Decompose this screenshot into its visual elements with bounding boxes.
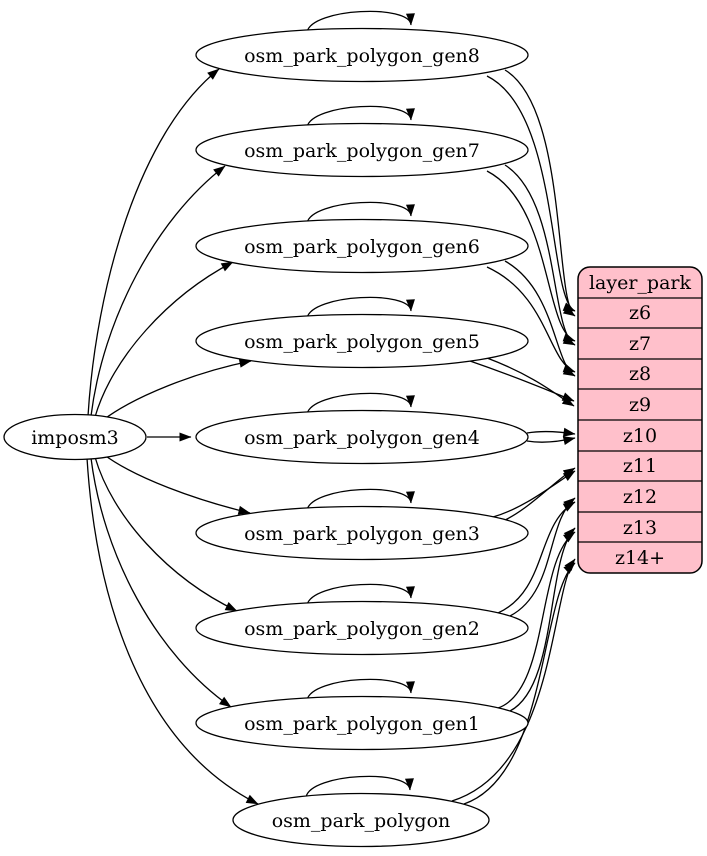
gen4-label: osm_park_polygon_gen4 [244, 427, 480, 449]
self-loop-gen2 [306, 583, 415, 606]
self-loop-gen7 [306, 105, 415, 128]
gen3-ellipse [195, 505, 529, 561]
edge-gen7-to-z7-a [486, 170, 576, 342]
edge-imposm3-to-gen8 [87, 68, 220, 417]
edge-gen7-to-z7-b [504, 164, 576, 346]
node-osm-park-polygon-gen5: osm_park_polygon_gen5 [195, 313, 529, 369]
row-z6: z6 [629, 302, 651, 324]
edge-gen1-to-z13-b [497, 531, 576, 709]
gen7-label: osm_park_polygon_gen7 [244, 140, 480, 162]
edge-polygon-to-z14-a [451, 558, 576, 802]
edge-gen2-to-z12-b [497, 501, 576, 614]
gen4-ellipse [195, 409, 529, 465]
self-loop-gen4 [306, 392, 415, 415]
node-osm-park-polygon-gen2: osm_park_polygon_gen2 [195, 600, 529, 656]
edge-gen8-to-z6-a [486, 75, 576, 312]
row-z11: z11 [623, 455, 657, 477]
layer-park-table: layer_park z6 z7 z8 z9 z10 z11 z12 z13 z… [577, 266, 703, 574]
edge-imposm3-to-gen6 [94, 261, 234, 418]
edge-imposm3-to-gen5 [102, 358, 252, 421]
node-imposm3: imposm3 [3, 413, 147, 461]
edge-gen2-to-z12-a [509, 497, 576, 617]
gen1-ellipse [195, 695, 529, 751]
self-loop-gen8 [306, 10, 415, 33]
edge-gen5-to-z9-b [486, 357, 575, 407]
node-osm-park-polygon-gen7: osm_park_polygon_gen7 [195, 122, 529, 178]
polygon-label: osm_park_polygon [272, 810, 451, 832]
row-z10: z10 [623, 425, 657, 447]
edge-gen4-to-z10-b [526, 436, 576, 445]
self-loop-polygon [305, 775, 414, 798]
gen5-label: osm_park_polygon_gen5 [244, 331, 480, 353]
gen5-ellipse [195, 313, 529, 369]
row-z8: z8 [629, 363, 651, 385]
edge-gen3-to-z11-b [492, 470, 576, 518]
gen3-label: osm_park_polygon_gen3 [244, 523, 480, 545]
edge-gen4-to-z10-a [526, 427, 576, 437]
edge-polygon-to-z14-b [463, 562, 576, 805]
imposm3-label: imposm3 [31, 427, 119, 449]
self-loop-gen6 [306, 201, 415, 224]
row-z14plus: z14+ [615, 547, 665, 569]
edge-imposm3-to-gen7 [90, 165, 226, 417]
gen8-ellipse [195, 27, 529, 83]
edge-gen1-to-z13-a [509, 527, 576, 712]
edge-imposm3-to-polygon [86, 457, 259, 805]
edge-imposm3-to-gen3 [102, 453, 251, 515]
edge-gen8-to-z6-b [504, 69, 576, 317]
layer-table-title: layer_park [589, 272, 692, 294]
gen1-label: osm_park_polygon_gen1 [244, 713, 480, 735]
node-osm-park-polygon-gen1: osm_park_polygon_gen1 [195, 695, 529, 751]
row-z12: z12 [623, 486, 657, 508]
edges-imposm3-fanout [86, 68, 259, 805]
edge-imposm3-to-gen1 [90, 457, 232, 708]
self-loop-gen5 [306, 296, 415, 319]
node-osm-park-polygon-gen3: osm_park_polygon_gen3 [195, 505, 529, 561]
row-z13: z13 [623, 517, 657, 539]
gen6-ellipse [195, 218, 529, 274]
row-z9: z9 [629, 394, 651, 416]
row-z7: z7 [629, 333, 651, 355]
edges-self-loops [305, 10, 415, 798]
node-osm-park-polygon-gen4: osm_park_polygon_gen4 [195, 409, 529, 465]
edge-gen6-to-z8-b [504, 260, 576, 377]
node-osm-park-polygon-gen6: osm_park_polygon_gen6 [195, 218, 529, 274]
gen7-ellipse [195, 122, 529, 178]
imposm3-ellipse [3, 413, 147, 461]
node-osm-park-polygon: osm_park_polygon [232, 792, 490, 848]
polygon-ellipse [232, 792, 490, 848]
gen6-label: osm_park_polygon_gen6 [244, 236, 480, 258]
edge-imposm3-to-gen2 [94, 456, 238, 612]
gen2-ellipse [195, 600, 529, 656]
gen2-label: osm_park_polygon_gen2 [244, 618, 480, 640]
edges-tables-to-layer [451, 69, 576, 805]
self-loop-gen1 [306, 678, 415, 701]
self-loop-gen3 [306, 488, 415, 511]
gen8-label: osm_park_polygon_gen8 [244, 45, 480, 67]
node-osm-park-polygon-gen8: osm_park_polygon_gen8 [195, 27, 529, 83]
